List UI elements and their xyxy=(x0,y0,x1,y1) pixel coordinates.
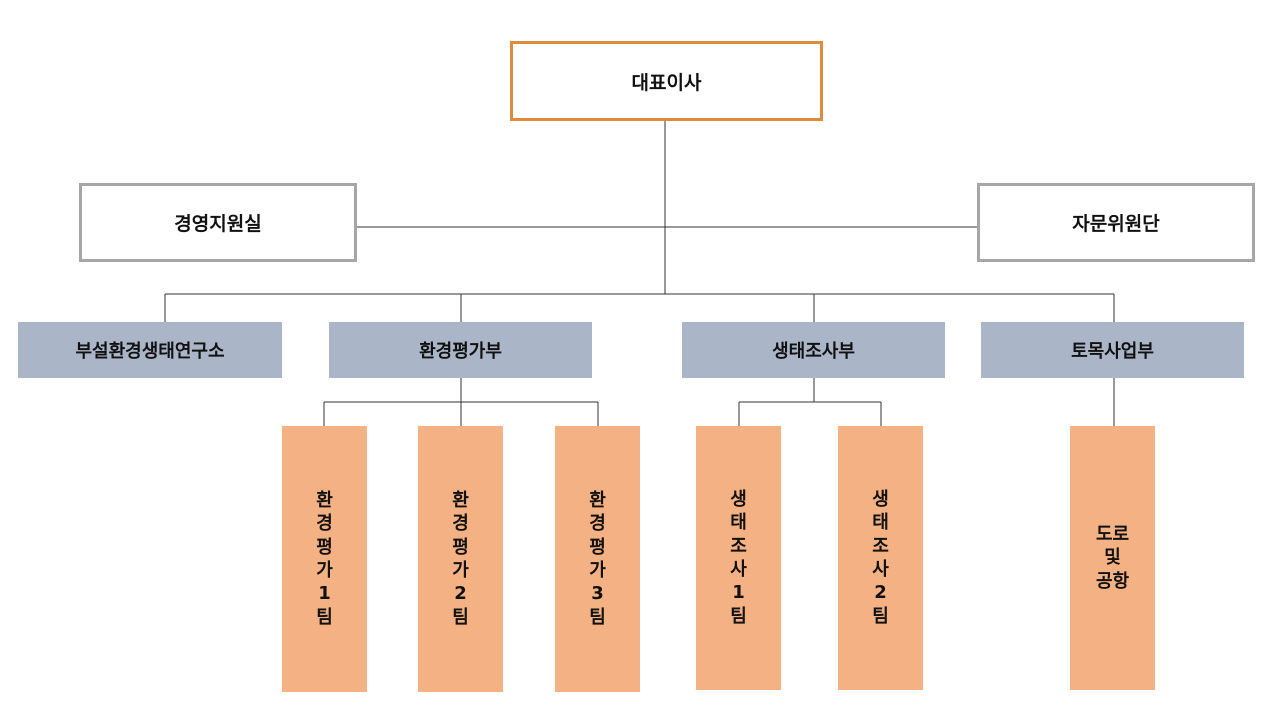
dept-env-assessment-label: 환경평가부 xyxy=(419,341,502,362)
team-eco-survey-1-label: 생 태 조 사 1 팀 xyxy=(730,488,747,627)
management-support-box: 경영지원실 xyxy=(79,183,357,262)
dept-env-assessment: 환경평가부 xyxy=(329,322,592,378)
management-support-label: 경영지원실 xyxy=(174,213,262,235)
team-eco-survey-1: 생 태 조 사 1 팀 xyxy=(696,426,781,690)
team-env-assessment-3-label: 환 경 평 가 3 팀 xyxy=(589,489,606,628)
team-env-assessment-1-label: 환 경 평 가 1 팀 xyxy=(316,489,333,628)
team-eco-survey-2-label: 생 태 조 사 2 팀 xyxy=(872,488,889,627)
team-env-assessment-3: 환 경 평 가 3 팀 xyxy=(555,426,640,692)
dept-eco-survey: 생태조사부 xyxy=(682,322,945,378)
dept-eco-survey-label: 생태조사부 xyxy=(772,341,855,362)
team-env-assessment-1: 환 경 평 가 1 팀 xyxy=(282,426,367,692)
ceo-box: 대표이사 xyxy=(510,41,823,121)
dept-civil-engineering: 토목사업부 xyxy=(981,322,1244,378)
team-road-airport: 도로 및 공항 xyxy=(1070,426,1155,690)
dept-civil-engineering-label: 토목사업부 xyxy=(1071,341,1154,362)
advisory-group-box: 자문위원단 xyxy=(977,183,1255,262)
advisory-group-label: 자문위원단 xyxy=(1072,213,1160,235)
team-env-assessment-2: 환 경 평 가 2 팀 xyxy=(418,426,503,692)
dept-research-institute: 부설환경생태연구소 xyxy=(18,322,282,378)
team-env-assessment-2-label: 환 경 평 가 2 팀 xyxy=(452,489,469,628)
dept-research-institute-label: 부설환경생태연구소 xyxy=(75,341,225,362)
ceo-label: 대표이사 xyxy=(631,71,702,94)
team-road-airport-label: 도로 및 공항 xyxy=(1095,523,1130,592)
team-eco-survey-2: 생 태 조 사 2 팀 xyxy=(838,426,923,690)
